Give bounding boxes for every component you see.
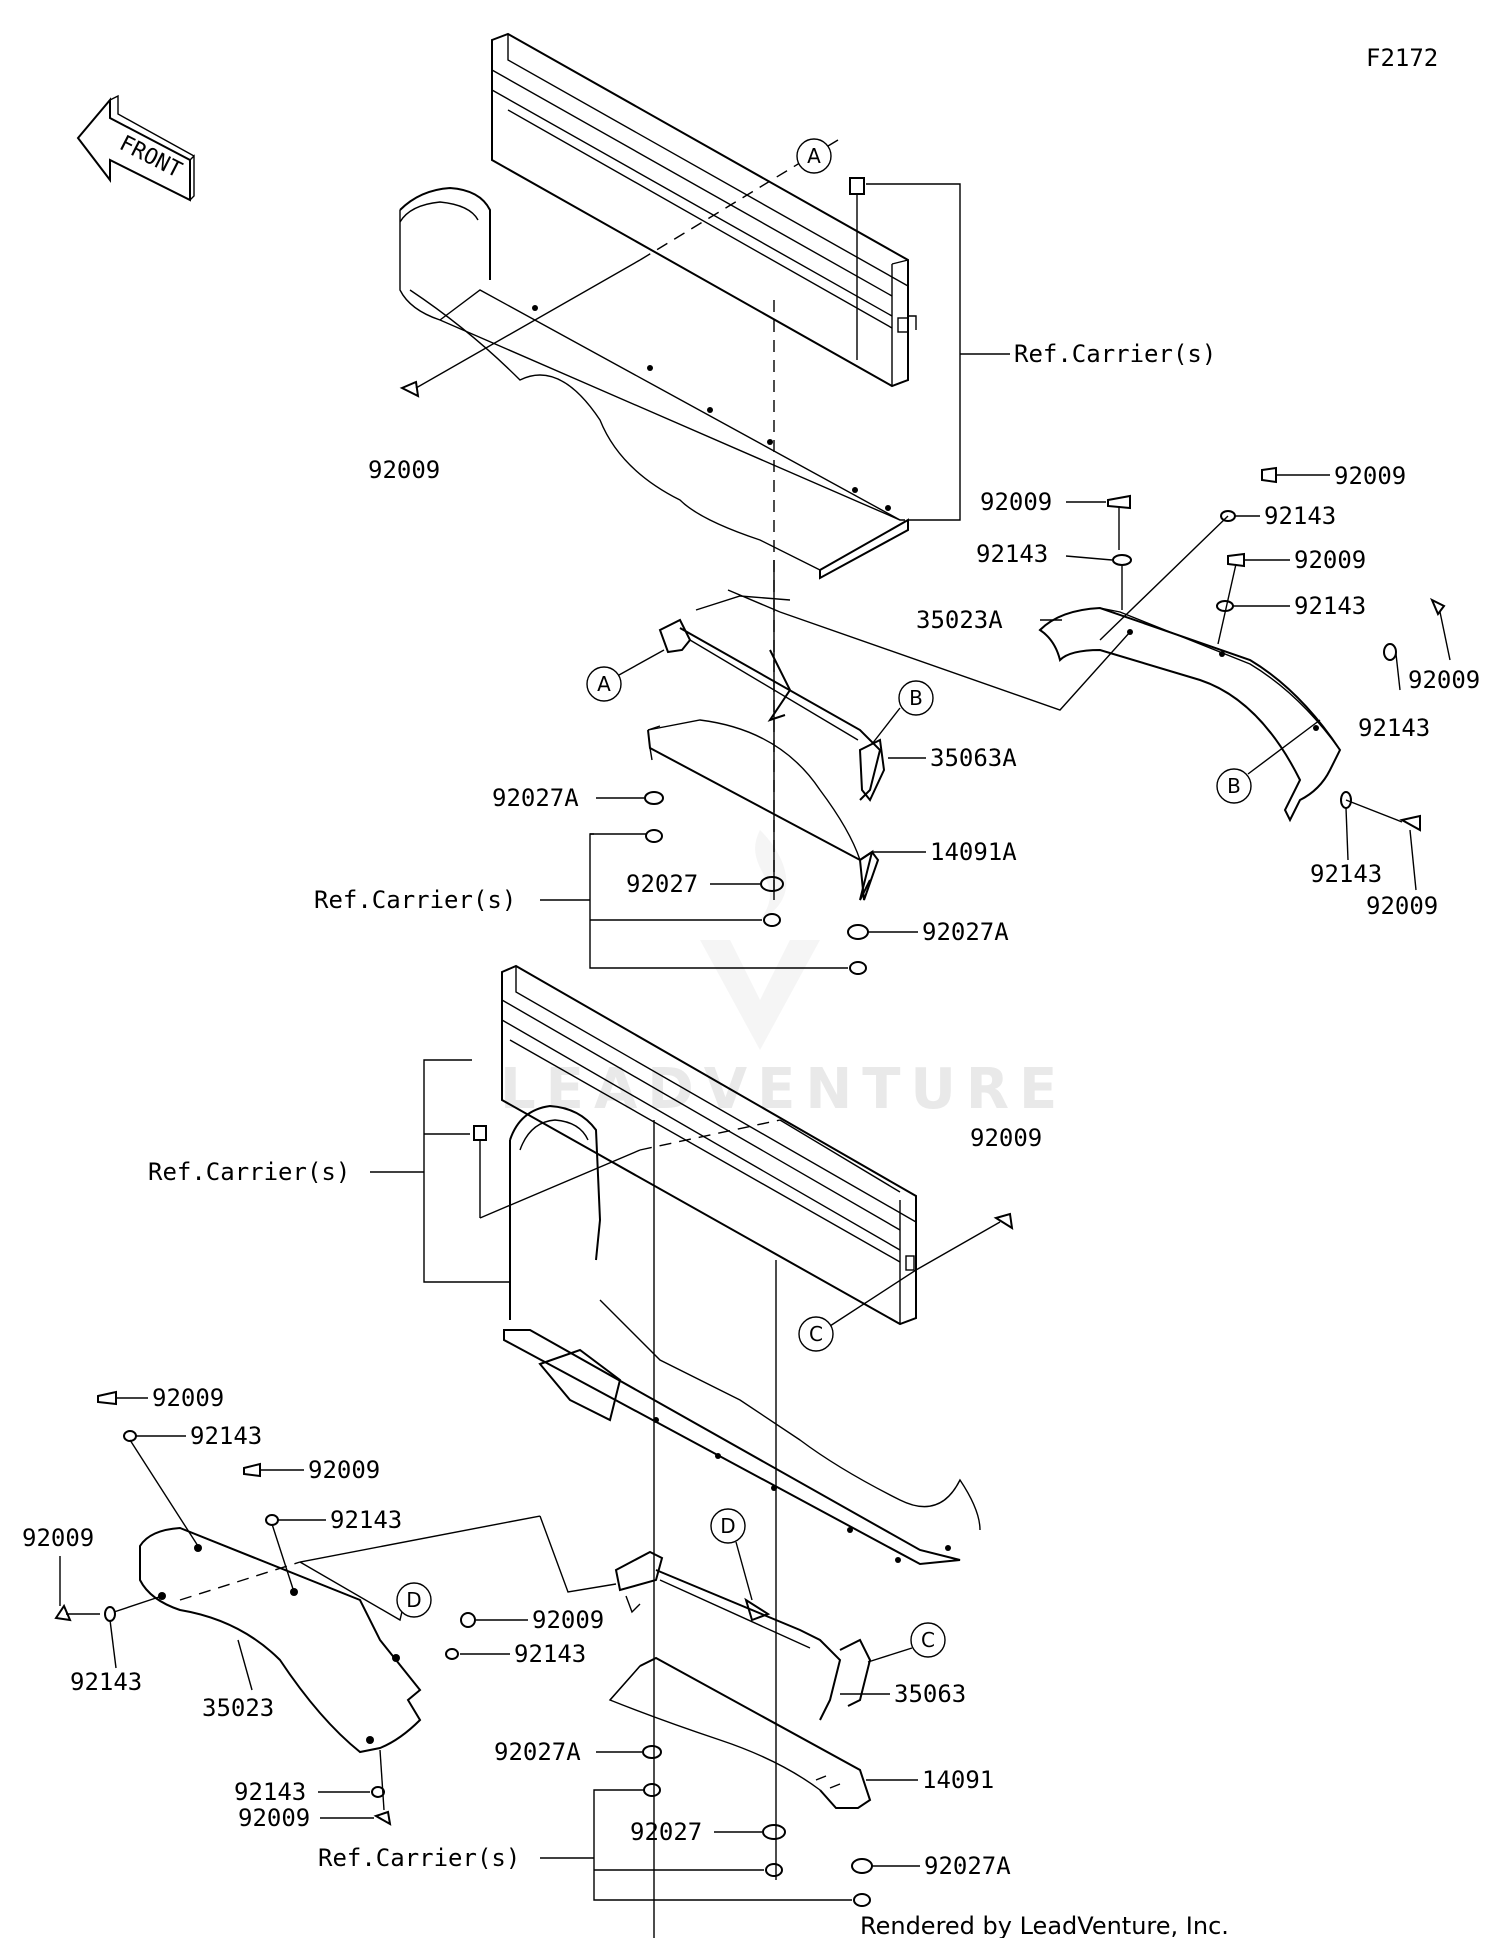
figure-code: F2172	[1366, 44, 1438, 72]
label-ref-carrier-low: Ref.Carrier(s)	[148, 1158, 350, 1186]
top-bolt-right	[849, 177, 865, 360]
label-92009-top-left: 92009	[368, 456, 440, 484]
dashed-leader-35023	[179, 1561, 301, 1601]
ref-marker-c-top	[798, 1316, 834, 1352]
label-92009-tr-1: 92009	[1334, 462, 1406, 490]
label-92143-tr-5: 92143	[1310, 860, 1382, 888]
ref-carrier-bracket-low	[423, 1059, 510, 1283]
leader-35023	[237, 1639, 253, 1691]
leader-35023-link	[299, 1515, 541, 1563]
label-92009-bl-2: 92009	[308, 1456, 380, 1484]
label-92009-tr-3: 92009	[1294, 546, 1366, 574]
leader-35023A-link	[779, 611, 1131, 711]
top-bolt-92009-left	[399, 259, 641, 398]
ref-carrier-bracket-bottom	[593, 1789, 852, 1901]
ref-marker-b-right	[1216, 768, 1252, 804]
leader-35023-link-2	[539, 1515, 617, 1593]
ref-carrier-bracket-top	[866, 183, 961, 521]
top-carrier-wall	[491, 32, 917, 388]
front-direction-arrow: FRONT	[76, 94, 195, 202]
label-92009-bl-1: 92009	[152, 1384, 224, 1412]
label-ref-carrier-bottom: Ref.Carrier(s)	[318, 1844, 520, 1872]
label-92027A-bottom-right: 92027A	[924, 1852, 1011, 1880]
ref-marker-d-right-text: D	[720, 1514, 735, 1538]
ref-marker-b-left-text: B	[909, 686, 923, 710]
leader-low-2	[779, 1119, 901, 1193]
shield-14091	[608, 1656, 872, 1809]
label-92009-tr-2: 92009	[980, 488, 1052, 516]
bottom-left-fasteners	[54, 1390, 528, 1826]
label-14091: 14091	[922, 1766, 994, 1794]
label-92143-bl-4: 92143	[514, 1640, 586, 1668]
bottom-bolt-right	[829, 1212, 1014, 1327]
label-92009-bl-3: 92009	[22, 1524, 94, 1552]
label-35023A: 35023A	[916, 606, 1003, 634]
label-92009-bl-5: 92009	[238, 1804, 310, 1832]
label-92143-tr-3: 92143	[1294, 592, 1366, 620]
label-92027A-top-right: 92027A	[922, 918, 1009, 946]
leader-b-right	[1247, 719, 1321, 775]
footer-credit: Rendered by LeadVenture, Inc.	[860, 1912, 1229, 1938]
label-92143-bl-5: 92143	[234, 1778, 306, 1806]
fender-35023	[139, 1526, 422, 1754]
ref-marker-a-top	[796, 138, 832, 174]
label-92027A-top: 92027A	[492, 784, 579, 812]
label-ref-carrier-mid: Ref.Carrier(s)	[314, 886, 516, 914]
ref-marker-d-right	[710, 1508, 746, 1544]
bracket-35063	[614, 1550, 872, 1721]
ref-marker-d-left-text: D	[406, 1588, 421, 1612]
dashed-leader-low	[639, 1119, 781, 1151]
ref-marker-b-left	[898, 680, 934, 716]
bottom-carrier-bed	[503, 1104, 981, 1566]
bottom-bolt-left	[473, 1125, 641, 1219]
label-92009-tr-5: 92009	[1366, 892, 1438, 920]
ref-marker-c-top-text: C	[809, 1322, 823, 1346]
top-nuts	[644, 791, 869, 975]
top-carrier-bed	[399, 186, 909, 580]
label-92009-bottom-right: 92009	[970, 1124, 1042, 1152]
label-92143-tr-2: 92143	[976, 540, 1048, 568]
label-92143-bl-1: 92143	[190, 1422, 262, 1450]
ref-marker-b-right-text: B	[1227, 774, 1241, 798]
label-92143-bl-2: 92143	[330, 1506, 402, 1534]
label-35063A: 35063A	[930, 744, 1017, 772]
label-92143-bl-3: 92143	[70, 1668, 142, 1696]
leader-d-left	[299, 1561, 409, 1622]
dashed-leader-a	[639, 157, 809, 261]
leader-35023A-link-2	[727, 589, 781, 613]
label-ref-carrier-top: Ref.Carrier(s)	[1014, 340, 1216, 368]
shield-14091A	[647, 719, 880, 901]
label-92027-bottom: 92027	[630, 1818, 702, 1846]
leader-d-right	[735, 1541, 753, 1601]
watermark-logo	[700, 830, 820, 1050]
ref-marker-a-top-text: A	[807, 144, 821, 168]
label-92009-tr-4: 92009	[1408, 666, 1480, 694]
watermark-text: LEADVENTURE	[500, 1057, 1067, 1122]
label-92027A-bottom: 92027A	[494, 1738, 581, 1766]
leader-b-left	[871, 707, 901, 745]
fender-35023A	[1038, 606, 1342, 823]
leader-c-bottom	[867, 1647, 913, 1663]
leader-92143-tr-2	[1065, 555, 1113, 561]
label-35023: 35023	[202, 1694, 274, 1722]
label-92143-tr-1: 92143	[1264, 502, 1336, 530]
label-35063: 35063	[894, 1680, 966, 1708]
label-92143-tr-4: 92143	[1358, 714, 1430, 742]
ref-marker-c-bottom	[910, 1622, 946, 1658]
ref-marker-a-lower-text: A	[597, 672, 611, 696]
label-14091A: 14091A	[930, 838, 1017, 866]
ref-marker-d-left	[396, 1582, 432, 1618]
label-92009-bl-4: 92009	[532, 1606, 604, 1634]
top-right-fasteners	[1099, 466, 1451, 891]
bracket-35063A	[658, 595, 886, 802]
bottom-carrier-wall	[501, 964, 917, 1326]
ref-marker-c-bottom-text: C	[921, 1628, 935, 1652]
label-92027-top: 92027	[626, 870, 698, 898]
ref-marker-a-lower	[586, 666, 622, 702]
